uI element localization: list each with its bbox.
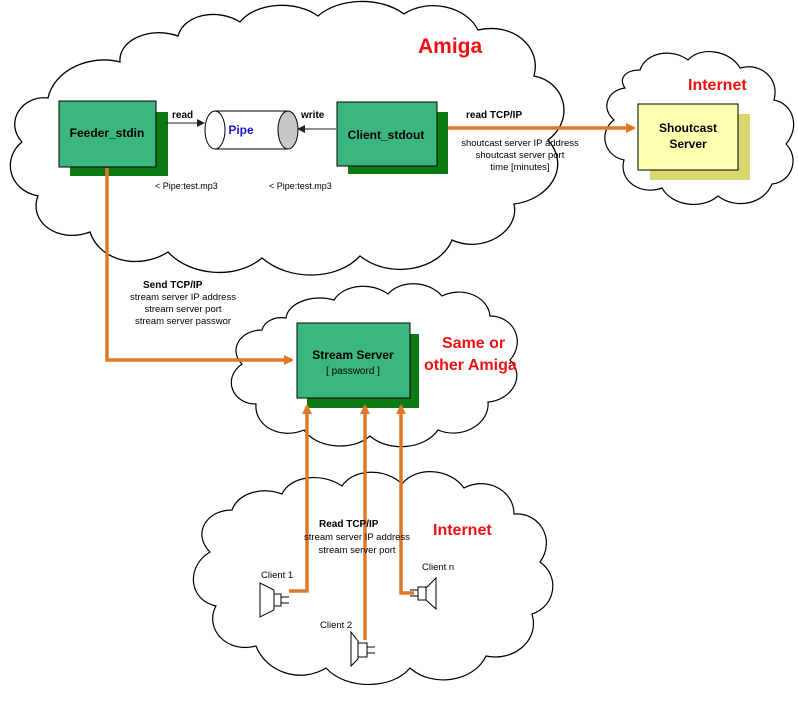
clientn-speaker-icon xyxy=(410,576,437,611)
client-stdout-label: Client_stdout xyxy=(348,128,425,142)
pipe-label: Pipe xyxy=(228,123,254,137)
feeder-stdin-label: Feeder_stdin xyxy=(70,126,145,140)
shoutcast-label-line1: Shoutcast xyxy=(659,121,717,135)
shoutcast-label-line2: Server xyxy=(669,137,707,151)
clients-param-2: stream server port xyxy=(318,545,395,556)
send-param-1: stream server IP address xyxy=(130,292,236,303)
client-stdout-box xyxy=(336,101,438,167)
client-stdout-node: Client_stdout xyxy=(336,101,448,174)
read-label: read xyxy=(172,110,193,121)
same-or-other-title-line1: Same or xyxy=(442,335,505,352)
shoutcast-param-3: time [minutes] xyxy=(490,162,549,173)
amiga-title: Amiga xyxy=(418,35,483,58)
write-label: write xyxy=(300,110,325,121)
internet-bottom-cloud xyxy=(192,471,554,685)
client1-label: Client 1 xyxy=(261,570,293,581)
clients-param-1: stream server IP address xyxy=(304,532,410,543)
pipe-cylinder: Pipe xyxy=(204,110,299,150)
send-param-2: stream server port xyxy=(144,304,221,315)
shoutcast-param-2: shoutcast server port xyxy=(476,150,565,161)
stream-server-node: Stream Server [ password ] xyxy=(296,322,419,408)
same-or-other-title-line2: other Amiga xyxy=(424,357,517,374)
clientn-label: Client n xyxy=(422,562,454,573)
send-tcpip-label: Send TCP/IP xyxy=(143,280,203,291)
client1-speaker-icon xyxy=(259,582,289,618)
internet-bottom-title: Internet xyxy=(433,522,492,539)
shoutcast-box xyxy=(637,103,739,171)
clientn-arrow xyxy=(396,404,414,595)
send-tcpip-arrow xyxy=(105,168,294,365)
client2-label: Client 2 xyxy=(320,620,352,631)
pipe-feeder-note: < Pipe:test.mp3 xyxy=(155,181,218,191)
stream-server-sublabel: [ password ] xyxy=(326,366,380,377)
feeder-stdin-node: Feeder_stdin xyxy=(58,100,168,176)
feeder-stdin-box xyxy=(58,100,157,168)
shoutcast-server-node: Shoutcast Server xyxy=(637,103,750,180)
internet-top-title: Internet xyxy=(688,77,747,94)
read-tcpip-clients-label: Read TCP/IP xyxy=(319,519,379,530)
stream-server-label: Stream Server xyxy=(312,348,394,362)
client2-speaker-icon xyxy=(350,630,375,668)
read-tcpip-label: read TCP/IP xyxy=(466,110,522,121)
send-param-3: stream server passwor xyxy=(135,316,231,327)
shoutcast-param-1: shoutcast server IP address xyxy=(461,138,579,149)
pipe-client-note: < Pipe:test.mp3 xyxy=(269,181,332,191)
client1-arrow xyxy=(289,404,312,593)
stream-server-box xyxy=(296,322,411,399)
